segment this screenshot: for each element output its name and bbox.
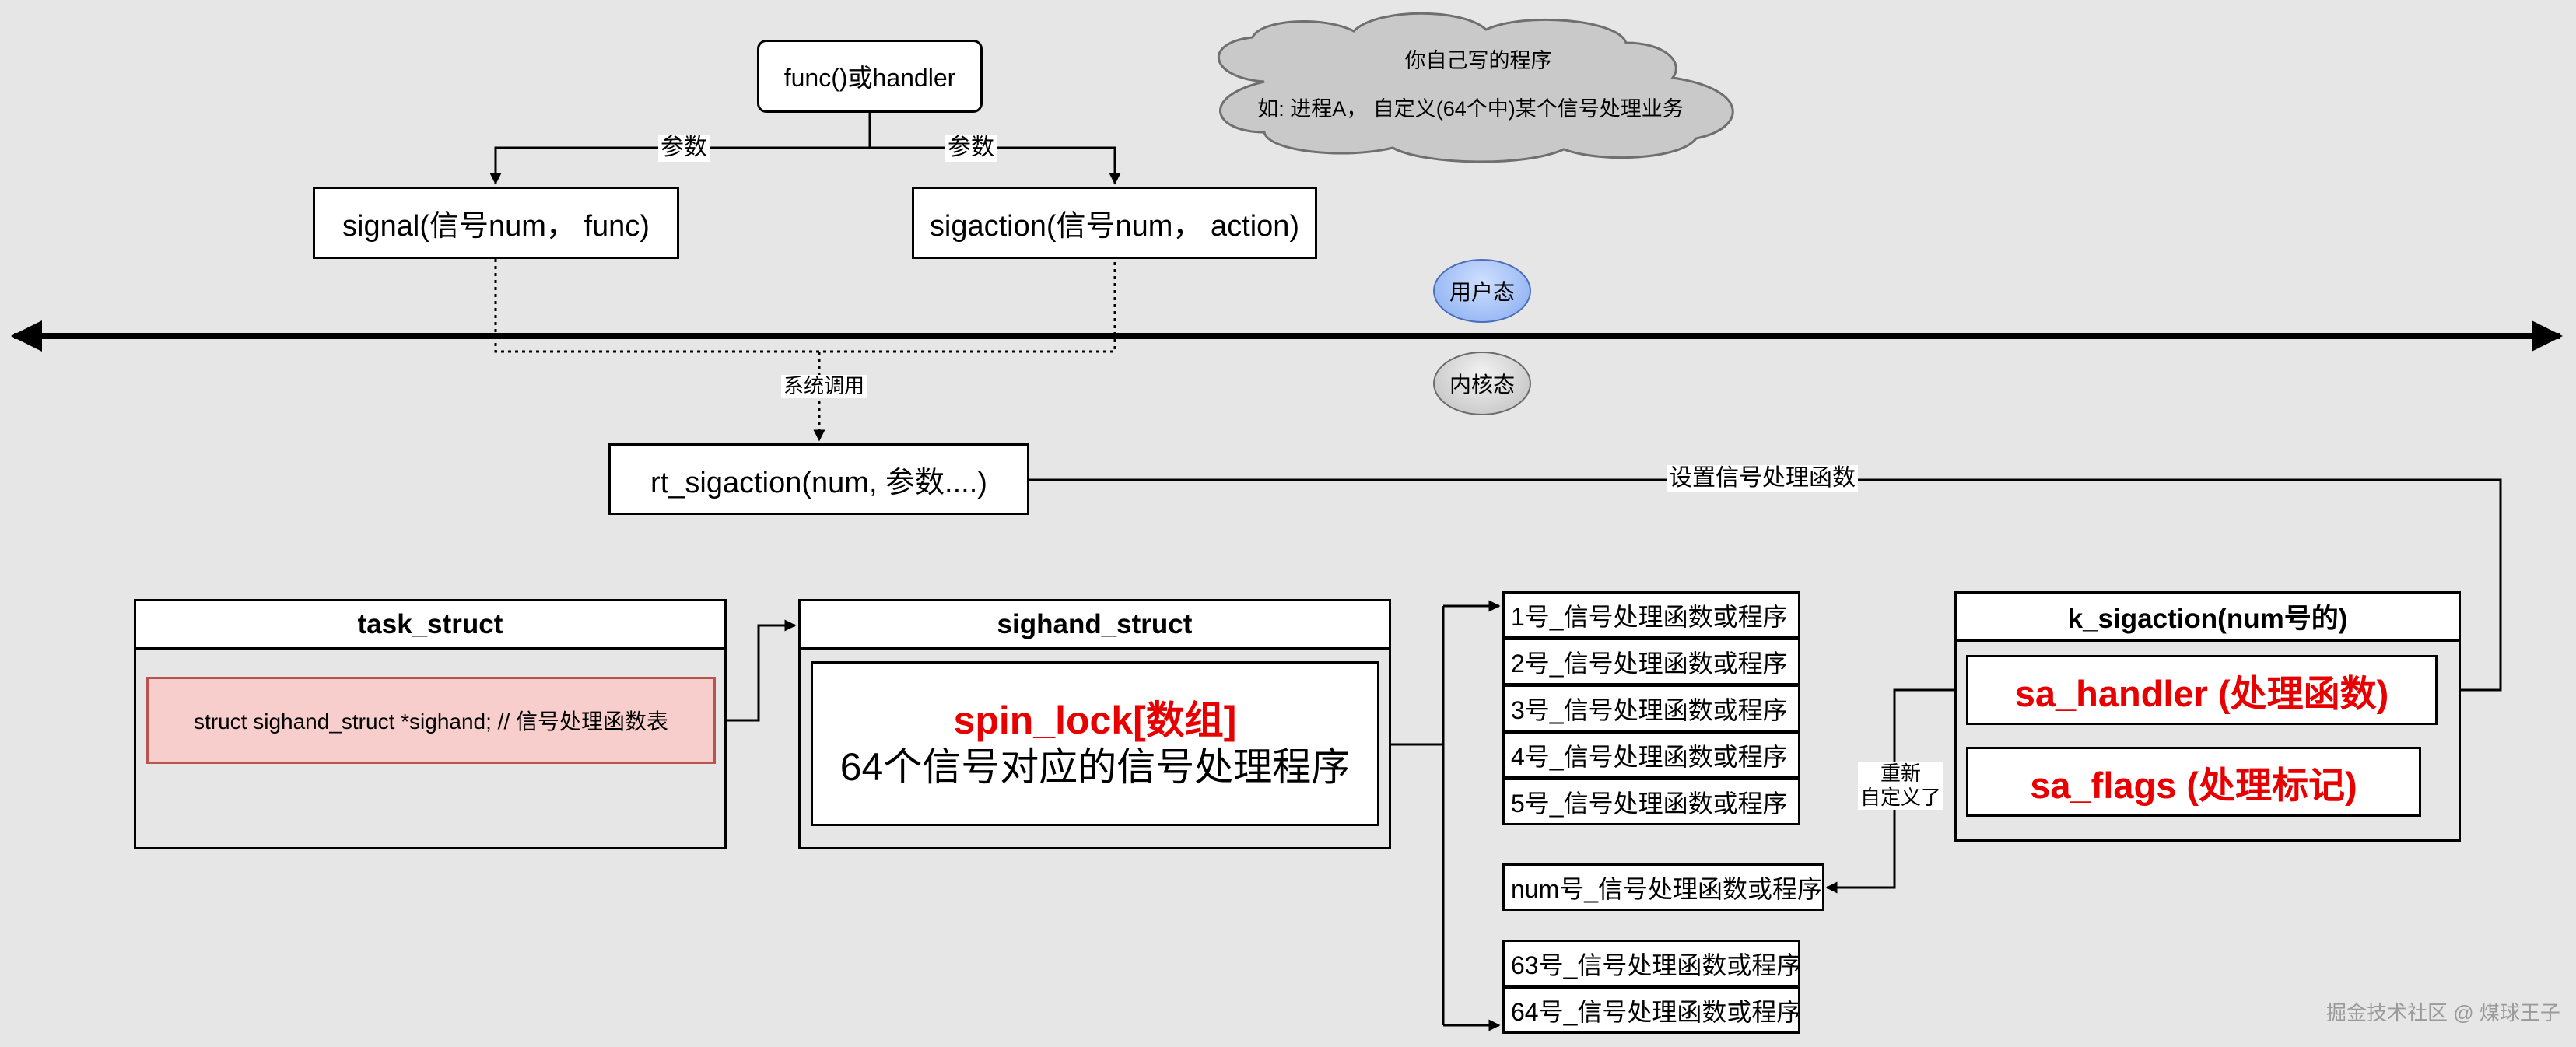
spin-lock-box: spin_lock[数组] 64个信号对应的信号处理程序 xyxy=(811,661,1379,826)
handler-list-item: 64号_信号处理函数或程序 xyxy=(1502,986,1801,1034)
sa-handler-field: sa_handler (处理函数) xyxy=(1966,655,2438,725)
num-handler-item: num号_信号处理函数或程序 xyxy=(1502,863,1824,911)
task-struct-title: task_struct xyxy=(136,601,724,650)
redefined-label: 重新 自定义了 xyxy=(1858,762,1944,811)
handler-box: func()或handler xyxy=(757,40,983,113)
param-label-left: 参数 xyxy=(658,135,710,162)
kernel-mode-badge: 内核态 xyxy=(1433,352,1531,415)
handler-list-item: 63号_信号处理函数或程序 xyxy=(1502,940,1801,987)
signal-box: signal(信号num， func) xyxy=(313,187,679,259)
handler-list-item: 2号_信号处理函数或程序 xyxy=(1502,638,1800,685)
syscall-label: 系统调用 xyxy=(781,374,867,398)
set-handler-label: 设置信号处理函数 xyxy=(1667,465,1858,492)
k-sigaction-title: k_sigaction(num号的) xyxy=(1957,594,2459,642)
rt-sigaction-box: rt_sigaction(num, 参数....) xyxy=(608,443,1029,515)
handler-list-item: 4号_信号处理函数或程序 xyxy=(1502,731,1800,779)
sighand-struct-title: sighand_struct xyxy=(801,601,1389,650)
handler-list-item: 5号_信号处理函数或程序 xyxy=(1502,778,1800,825)
cloud-description: 如: 进程A， 自定义(64个中)某个信号处理业务 xyxy=(1257,97,1684,121)
cloud-title: 你自己写的程序 xyxy=(1404,49,1552,72)
cloud-shape xyxy=(1218,12,1734,163)
watermark: 掘金技术社区 @ 煤球王子 xyxy=(2326,1001,2560,1024)
handler-list-item: 3号_信号处理函数或程序 xyxy=(1502,685,1800,732)
redefined-label-line1: 重新 xyxy=(1880,762,1922,785)
redefined-label-line2: 自定义了 xyxy=(1860,786,1942,810)
handler-list-item: 1号_信号处理函数或程序 xyxy=(1502,591,1800,639)
param-label-right: 参数 xyxy=(945,135,997,162)
user-mode-badge: 用户态 xyxy=(1433,259,1531,323)
sigaction-box: sigaction(信号num， action) xyxy=(912,187,1317,259)
sighand-pointer-field: struct sighand_struct *sighand; // 信号处理函… xyxy=(146,677,716,764)
spin-lock-description: 64个信号对应的信号处理程序 xyxy=(839,745,1351,789)
spin-lock-title: spin_lock[数组] xyxy=(953,699,1237,742)
sa-flags-field: sa_flags (处理标记) xyxy=(1966,747,2421,817)
